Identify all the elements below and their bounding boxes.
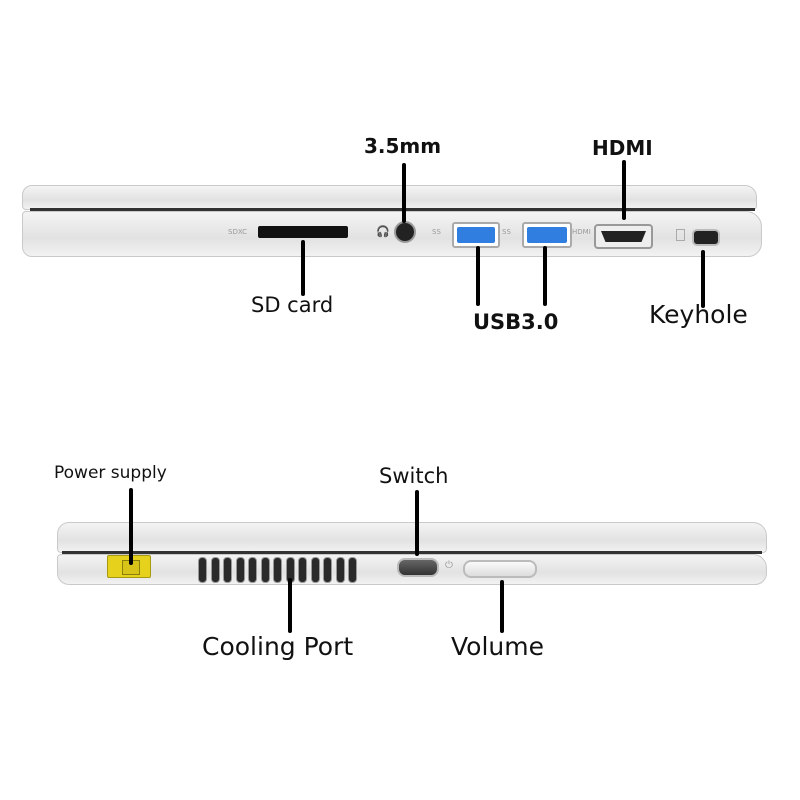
label-cooling-port: Cooling Port xyxy=(202,632,354,661)
hinge-gap-left xyxy=(62,551,762,554)
pointer-sd xyxy=(301,240,305,296)
label-usb: USB3.0 xyxy=(473,310,559,334)
vent-slot xyxy=(198,557,207,583)
label-sd-card: SD card xyxy=(251,293,334,317)
vent-slot xyxy=(298,557,307,583)
sdxc-print: SDXC xyxy=(228,228,248,236)
pointer-volume xyxy=(500,580,504,633)
ss-print: SS xyxy=(432,228,441,236)
hdmi-port[interactable] xyxy=(594,224,653,249)
vent-slot xyxy=(235,557,245,583)
vent-slot xyxy=(210,557,220,583)
lock-icon xyxy=(676,229,685,241)
vent-slot xyxy=(273,557,282,583)
kensington-keyhole[interactable] xyxy=(692,229,720,246)
lid-edge xyxy=(22,185,757,210)
pointer-usb-1 xyxy=(476,246,480,306)
vent-slot xyxy=(260,557,270,583)
vent-grille xyxy=(198,557,363,583)
pointer-audio xyxy=(402,163,406,223)
pointer-switch xyxy=(415,490,419,556)
vent-slot xyxy=(223,557,232,583)
label-3-5mm: 3.5mm xyxy=(364,134,442,158)
pointer-power xyxy=(129,488,133,565)
label-power-supply: Power supply xyxy=(54,463,167,483)
sd-card-slot[interactable] xyxy=(258,226,348,238)
audio-jack[interactable] xyxy=(394,221,416,243)
label-volume: Volume xyxy=(451,632,544,661)
vent-slot xyxy=(323,557,332,583)
vent-slot xyxy=(348,557,357,583)
pointer-usb-2 xyxy=(543,246,547,306)
vent-slot xyxy=(335,557,345,583)
label-keyhole: Keyhole xyxy=(649,300,748,329)
headphone-icon: 🎧 xyxy=(376,225,390,238)
label-switch: Switch xyxy=(379,464,449,488)
usb-port-1[interactable] xyxy=(452,222,500,248)
vent-slot xyxy=(248,557,257,583)
lid-edge-left xyxy=(57,522,767,553)
vent-slot xyxy=(310,557,320,583)
hdmi-print: HDMI xyxy=(572,228,591,236)
pointer-keyhole xyxy=(701,250,705,308)
power-port[interactable] xyxy=(107,555,151,578)
usb-port-2[interactable] xyxy=(522,222,572,248)
label-hdmi: HDMI xyxy=(592,136,653,160)
power-switch[interactable] xyxy=(397,558,439,577)
ss-print-2: SS xyxy=(502,228,511,236)
hinge-gap xyxy=(30,208,755,211)
pointer-hdmi xyxy=(622,160,626,220)
volume-rocker[interactable] xyxy=(463,560,537,578)
pointer-cooling xyxy=(288,578,292,633)
power-icon: ⏻ xyxy=(445,560,453,571)
